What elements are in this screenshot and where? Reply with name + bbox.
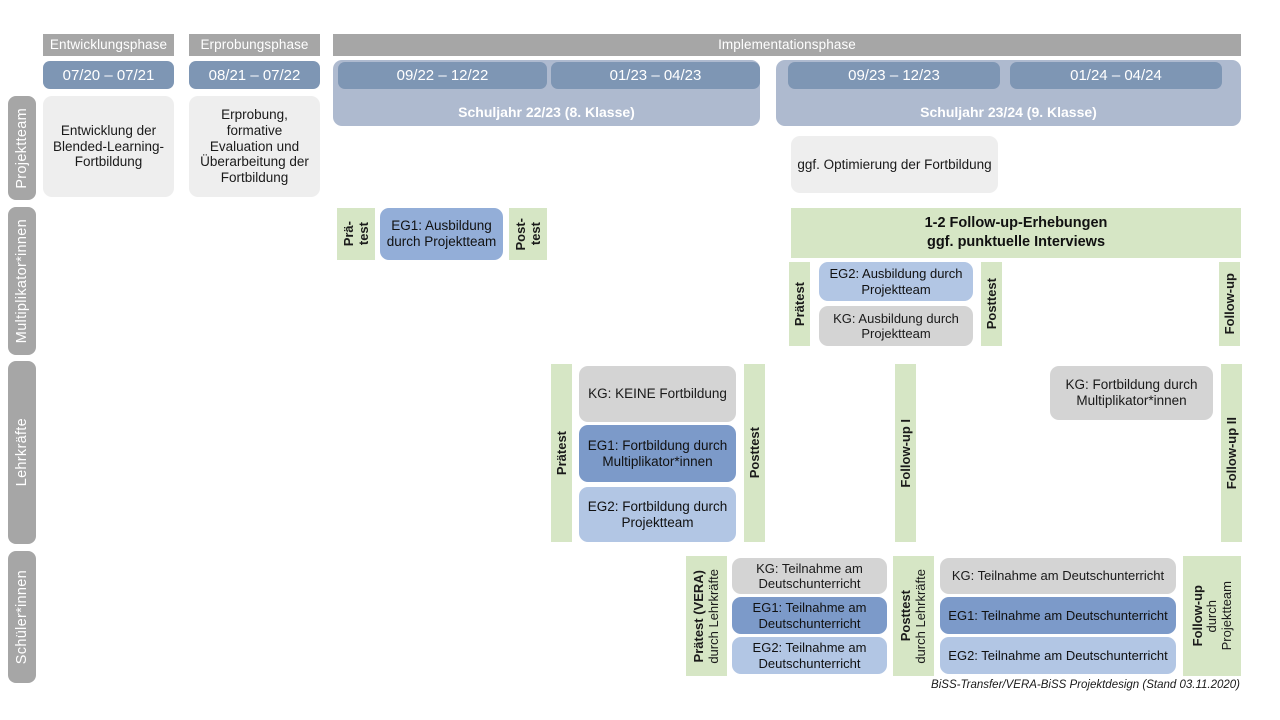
posttest-label: Posttest: [898, 590, 914, 642]
period-label: 08/21 – 07/22: [208, 66, 301, 84]
multiplikator-kg-box: KG: Ausbildung durch Projektteam: [819, 306, 973, 346]
followup-banner-line1: 1-2 Follow-up-Erhebungen: [924, 215, 1108, 232]
lehrkraefte-eg2-box: EG2: Fortbildung durch Projektteam: [579, 487, 736, 542]
lehrkraefte-praetest-strip: Prätest: [551, 364, 572, 542]
footer-credit: BiSS-Transfer/VERA-BiSS Projektdesign (S…: [931, 679, 1240, 691]
phase-bar-label: Entwicklungsphase: [49, 37, 168, 53]
row-label-projektteam: Projektteam: [8, 96, 36, 200]
period-pill-0922-1222: 09/22 – 12/22: [338, 62, 547, 89]
phase-bar-label: Erprobungsphase: [200, 37, 309, 53]
posttest-line-1: Post-: [512, 217, 528, 251]
period-pill-0923-1223: 09/23 – 12/23: [788, 62, 1000, 89]
period-pill-0123-0423: 01/23 – 04/23: [551, 62, 760, 89]
row-label-multiplikator: Multiplikator*innen: [8, 207, 36, 355]
school-year-label: Schuljahr 23/24 (9. Klasse): [920, 104, 1097, 120]
followup-sub1: durch: [1204, 599, 1220, 633]
schueler-followup-strip: Follow-up durch Projektteam: [1183, 556, 1241, 676]
posttest2-label: Posttest: [983, 278, 999, 330]
followup1-label: Follow-up I: [897, 418, 913, 488]
period-label: 07/20 – 07/21: [62, 66, 155, 84]
phase-bar-label: Implementationsphase: [718, 37, 856, 53]
followup-label: Follow-up: [1189, 585, 1205, 647]
multiplikator-praetest2-strip: Prätest: [789, 262, 810, 346]
row-label-text: Schüler*innen: [14, 569, 30, 665]
schueler-posttest-strip: Posttest durch Lehrkräfte: [893, 556, 934, 676]
period-pill-0720-0721: 07/20 – 07/21: [43, 61, 174, 89]
schueler-kg-left-box: KG: Teilnahme am Deutschunterricht: [732, 558, 887, 594]
row-label-text: Lehrkräfte: [14, 418, 30, 487]
phase-bar-entwicklungsphase: Entwicklungsphase: [43, 34, 174, 56]
period-label: 09/23 – 12/23: [848, 67, 940, 84]
followup-label: Follow-up: [1221, 273, 1237, 335]
row-label-text: Multiplikator*innen: [14, 218, 30, 344]
schueler-kg-right-box: KG: Teilnahme am Deutschunterricht: [940, 558, 1176, 594]
row-label-text: Projektteam: [14, 107, 30, 189]
praetest-line-2: test: [355, 222, 371, 246]
lehrkraefte-kg-box: KG: KEINE Fortbildung: [579, 366, 736, 422]
multiplikator-posttest-strip: Post- test: [509, 208, 547, 260]
schueler-eg2-right-box: EG2: Teilnahme am Deutschunterricht: [940, 637, 1176, 674]
period-label: 01/24 – 04/24: [1070, 67, 1162, 84]
multiplikator-eg1-box: EG1: Ausbildung durch Projektteam: [380, 208, 503, 260]
schueler-eg2-left-box: EG2: Teilnahme am Deutschunterricht: [732, 637, 887, 674]
praetest-line-1: Prä-: [340, 221, 356, 247]
followup-banner-line2: ggf. punktuelle Interviews: [926, 234, 1106, 250]
lehrkraefte-posttest-strip: Posttest: [744, 364, 765, 542]
row-label-schueler: Schüler*innen: [8, 551, 36, 683]
period-pill-0821-0722: 08/21 – 07/22: [189, 61, 320, 89]
posttest-line-2: test: [527, 222, 543, 246]
period-pill-0124-0424: 01/24 – 04/24: [1010, 62, 1222, 89]
schueler-eg1-right-box: EG1: Teilnahme am Deutschunterricht: [940, 597, 1176, 634]
school-year-label: Schuljahr 22/23 (8. Klasse): [458, 104, 635, 120]
followup-sub2: Projektteam: [1218, 581, 1234, 651]
lehrkraefte-kg2-box: KG: Fortbildung durch Multiplikator*inne…: [1050, 366, 1213, 420]
multiplikator-eg2-box: EG2: Ausbildung durch Projektteam: [819, 262, 973, 301]
projektteam-erprobung-box: Erprobung, formative Evaluation und Über…: [189, 96, 320, 197]
schueler-eg1-left-box: EG1: Teilnahme am Deutschunterricht: [732, 597, 887, 634]
phase-bar-implementationsphase: Implementationsphase: [333, 34, 1241, 56]
multiplikator-followup-banner: 1-2 Follow-up-Erhebungen ggf. punktuelle…: [791, 208, 1241, 258]
posttest-sub: durch Lehrkräfte: [913, 568, 928, 664]
multiplikator-posttest2-strip: Posttest: [981, 262, 1002, 346]
lehrkraefte-followup2-strip: Follow-up II: [1221, 364, 1242, 542]
period-label: 09/22 – 12/22: [396, 67, 489, 84]
followup2-label: Follow-up II: [1223, 416, 1239, 490]
lehrkraefte-followup1-strip: Follow-up I: [895, 364, 916, 542]
posttest-label: Posttest: [746, 427, 762, 479]
schueler-praetest-strip: Prätest (VERA) durch Lehrkräfte: [686, 556, 727, 676]
multiplikator-praetest-strip: Prä- test: [337, 208, 375, 260]
row-label-lehrkraefte: Lehrkräfte: [8, 361, 36, 544]
phase-bar-erprobungsphase: Erprobungsphase: [189, 34, 320, 56]
praetest-vera-label: Prätest (VERA): [691, 569, 707, 663]
projektteam-optimierung-box: ggf. Optimierung der Fortbildung: [791, 136, 998, 193]
praetest-vera-sub: durch Lehrkräfte: [706, 568, 721, 664]
period-label: 01/23 – 04/23: [609, 67, 702, 84]
lehrkraefte-eg1-box: EG1: Fortbildung durch Multiplikator*inn…: [579, 425, 736, 482]
praetest2-label: Prätest: [791, 281, 807, 327]
multiplikator-followup-strip: Follow-up: [1219, 262, 1240, 346]
praetest-label: Prätest: [553, 430, 569, 476]
projektteam-entwicklung-box: Entwicklung der Blended-Learning-Fortbil…: [43, 96, 174, 197]
